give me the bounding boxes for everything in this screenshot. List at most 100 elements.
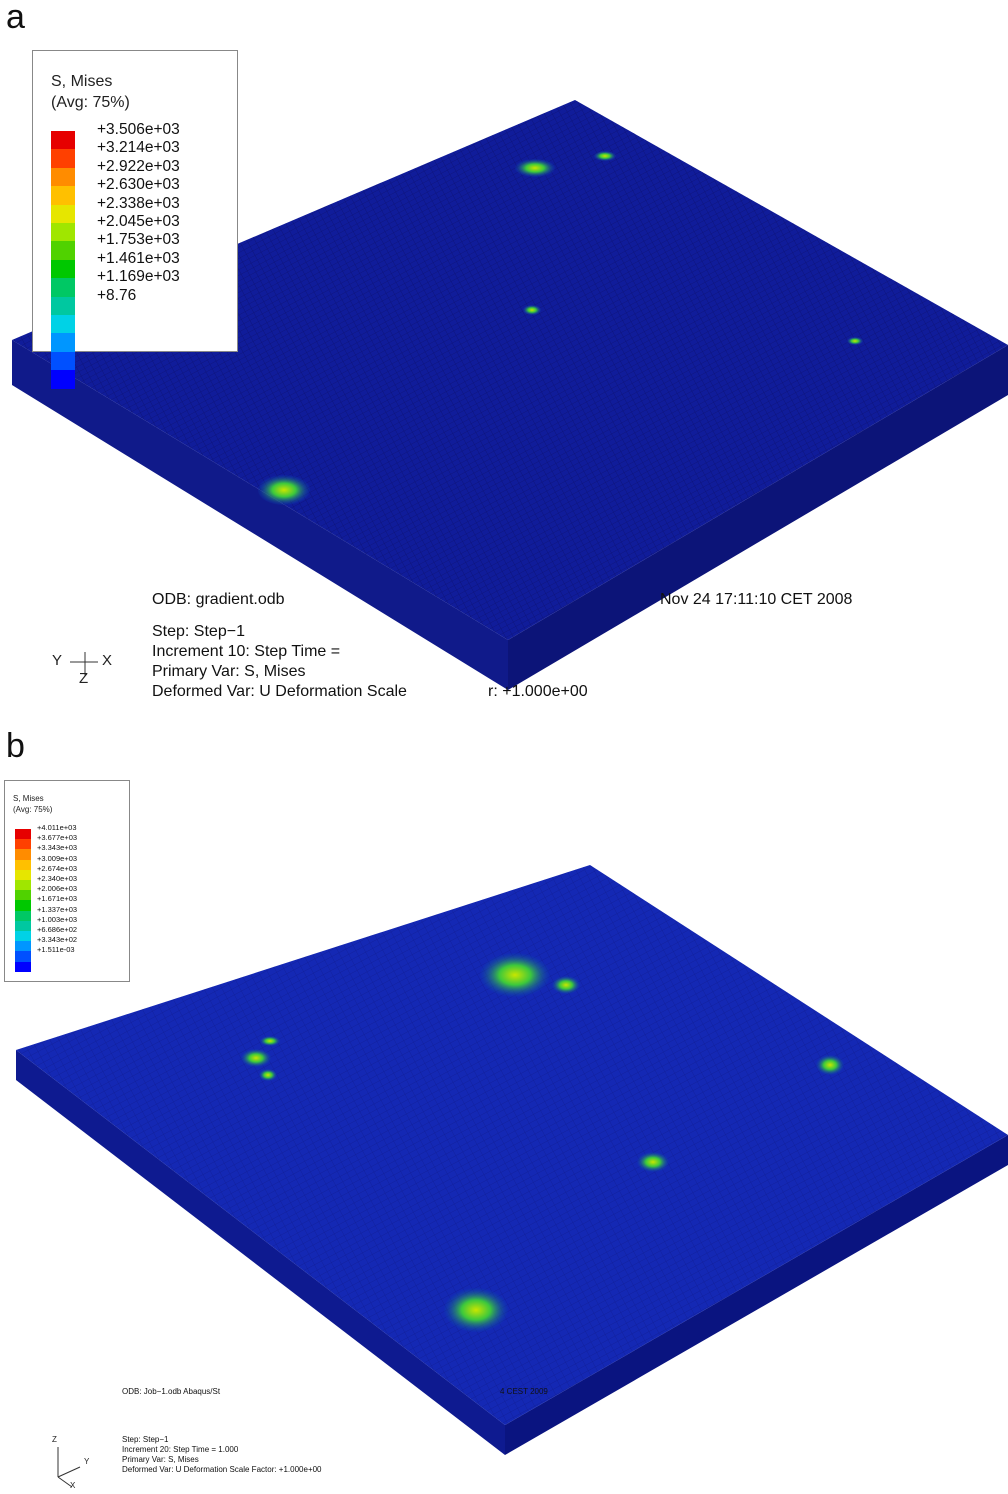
primary-var-line: Primary Var: S, Mises <box>122 1455 199 1464</box>
legend-swatch <box>51 351 75 371</box>
legend-tick-label: +1.671e+03 <box>37 894 78 904</box>
stress-hotspot <box>523 305 541 315</box>
increment-line: Increment 10: Step Time = <box>152 643 341 660</box>
odb-line: ODB: gradient.odb <box>152 591 285 608</box>
step-line: Step: Step−1 <box>122 1435 169 1444</box>
figure-panel-b: b S, Mises (Avg: 75%) +4.011e+03+3.677e+… <box>0 725 1008 1492</box>
legend-tick-label: +1.511e-03 <box>37 945 75 955</box>
legend-tick-label: +1.461e+03 <box>97 249 180 267</box>
color-legend: S, Mises (Avg: 75%) +3.506e+03+3.214e+03… <box>32 50 238 389</box>
legend-swatch <box>15 931 31 942</box>
legend-title-line: (Avg: 75%) <box>13 805 53 814</box>
legend-tick-label: +2.674e+03 <box>37 863 78 873</box>
mesh-plate-b <box>16 865 1008 1455</box>
legend-swatch <box>51 259 75 279</box>
stress-hotspot <box>259 1069 277 1081</box>
panel-letter: a <box>6 0 25 36</box>
figure-panel-a: a S, Mises (Avg: 75%) +3.506e+03+3.214e+… <box>0 0 1008 715</box>
plate-side-left-a <box>12 340 508 690</box>
legend-swatch <box>15 880 31 891</box>
legend-swatch <box>51 333 75 352</box>
primary-var-line: Primary Var: S, Mises <box>152 663 306 680</box>
legend-tick-label: +3.009e+03 <box>37 853 78 863</box>
axis-triad-icon: Z Y X <box>44 1433 94 1490</box>
legend-swatch <box>15 910 31 921</box>
legend-tick-label: +4.011e+03 <box>37 823 77 832</box>
axis-x-label: X <box>102 652 113 669</box>
plate-side-left-b <box>16 1050 505 1455</box>
legend-swatch <box>51 131 75 150</box>
legend-swatch <box>15 890 31 901</box>
legend-tick-label: +2.630e+03 <box>97 176 180 194</box>
legend-swatch <box>51 296 75 315</box>
legend-swatch <box>15 951 31 962</box>
axis-x-label: X <box>70 1481 76 1490</box>
panel-letter: b <box>6 727 25 765</box>
odb-date: 4 CEST 2009 <box>500 1387 548 1396</box>
stress-hotspot <box>552 976 580 994</box>
axis-triad-icon: Y X Z <box>50 648 120 688</box>
legend-swatch <box>15 920 31 931</box>
stress-hotspot <box>260 1036 280 1046</box>
legend-swatch <box>15 869 31 880</box>
legend-tick-label: +3.506e+03 <box>97 121 180 138</box>
deformed-var-line: Deformed Var: U Deformation Scale Factor… <box>122 1465 322 1474</box>
odb-line: ODB: Job−1.odb Abaqus/St <box>122 1387 221 1396</box>
color-legend: S, Mises (Avg: 75%) +4.011e+03+3.677e+03… <box>4 780 130 982</box>
legend-swatch <box>51 315 75 334</box>
stress-hotspot <box>847 337 863 345</box>
legend-swatch <box>15 849 31 860</box>
legend-swatch <box>15 859 31 870</box>
legend-title-line: (Avg: 75%) <box>51 94 130 111</box>
legend-tick-label: +1.003e+03 <box>37 914 78 924</box>
legend-tick-label: +2.340e+03 <box>37 874 78 883</box>
legend-tick-label: +1.169e+03 <box>97 268 180 286</box>
legend-swatch <box>15 900 31 911</box>
legend-swatch <box>51 149 75 168</box>
stress-hotspot <box>515 159 555 177</box>
odb-date: Nov 24 17:11:10 CET 2008 <box>660 591 853 608</box>
stress-hotspot <box>480 953 550 997</box>
mesh-plate-a <box>12 100 1008 690</box>
axis-z-label: Z <box>52 1435 57 1444</box>
legend-swatch <box>51 370 75 389</box>
legend-tick-label: +3.677e+03 <box>37 833 78 843</box>
legend-swatch <box>51 186 75 205</box>
legend-tick-label: +2.045e+03 <box>97 213 180 230</box>
stress-hotspot <box>241 1049 271 1067</box>
plate-side-right-b <box>505 1135 1008 1455</box>
stress-hotspot <box>444 1288 508 1332</box>
legend-tick-label: +1.337e+03 <box>37 904 78 914</box>
legend-swatch <box>15 961 31 972</box>
legend-swatch <box>15 839 31 850</box>
legend-title-line: S, Mises <box>51 73 113 90</box>
legend-tick-label: +6.686e+02 <box>37 925 78 934</box>
step-line: Step: Step−1 <box>152 623 245 640</box>
increment-line: Increment 20: Step Time = 1.000 <box>122 1445 239 1454</box>
legend-tick-label: +2.338e+03 <box>97 194 180 212</box>
legend-title: S, Mises (Avg: 75%) <box>13 793 52 815</box>
legend-tick-label: +8.76 <box>97 286 137 304</box>
axis-y-label: Y <box>52 652 63 669</box>
axis-z-label: Z <box>79 670 89 687</box>
deformed-var-tail: r: +1.000e+00 <box>488 683 588 700</box>
deformed-var-line: Deformed Var: U Deformation Scale <box>152 683 407 700</box>
stress-hotspot <box>594 151 616 161</box>
legend-tick-label: +3.214e+03 <box>97 139 180 157</box>
legend-tick-label: +2.922e+03 <box>97 157 180 175</box>
legend-swatch <box>51 223 75 242</box>
legend-swatch <box>51 241 75 260</box>
stress-hotspot <box>816 1055 844 1075</box>
legend-swatch <box>15 829 31 840</box>
legend-swatch <box>51 204 75 223</box>
plate-side-right-a <box>508 345 1008 690</box>
legend-tick-label: +1.753e+03 <box>97 231 180 249</box>
legend-tick-label: +3.343e+03 <box>37 843 78 853</box>
legend-title: S, Mises (Avg: 75%) <box>51 71 130 113</box>
axis-y-label: Y <box>84 1457 90 1466</box>
legend-tick-label: +2.006e+03 <box>37 884 78 894</box>
stress-hotspot <box>637 1152 669 1172</box>
legend-swatch <box>51 167 75 187</box>
stress-hotspot <box>258 475 310 505</box>
legend-tick-label: +3.343e+02 <box>37 935 78 945</box>
